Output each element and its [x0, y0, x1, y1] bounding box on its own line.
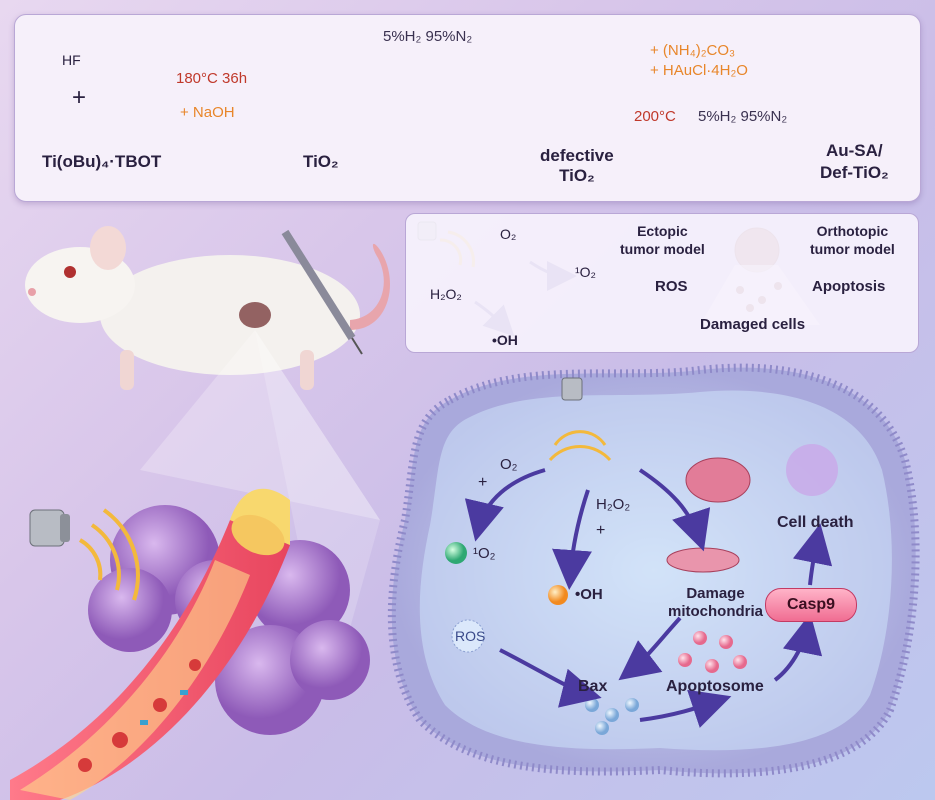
mitochondrion-damaged — [666, 547, 740, 573]
cell-ros-label: ROS — [455, 628, 486, 644]
step3-temp: 200°C — [634, 108, 676, 125]
cell-illustration — [387, 363, 920, 778]
ros-label-panel: ROS — [655, 278, 688, 295]
tumor-vessel-illustration — [10, 488, 370, 800]
step1-reagent: + NaOH — [180, 104, 235, 121]
ectopic-model-label: Ectopic tumor model — [620, 223, 705, 257]
rat-illustration — [25, 226, 390, 390]
cell-death-label: Cell death — [777, 514, 854, 531]
ultrasound-probe-left — [29, 508, 140, 601]
apoptosome-label: Apoptosome — [666, 678, 764, 695]
hydroxyl-label: •OH — [492, 332, 518, 348]
step2-gas: 5%H₂ 95%N₂ — [383, 28, 473, 45]
cell-hydroxyl-label: •OH — [575, 586, 603, 603]
step3-reagent2: + HAuCl·4H₂O — [650, 62, 748, 79]
cell-pathway-arrows — [464, 468, 833, 728]
precursor-label: Ti(oBu)₄·TBOT — [42, 152, 162, 171]
damaged-cells-label: Damaged cells — [700, 316, 806, 333]
bax-label: Bax — [578, 678, 608, 695]
hf-label: HF — [62, 52, 81, 68]
defective-tio2-label: defective TiO₂ — [540, 146, 614, 185]
cell-singlet-o2-label: ¹O₂ — [473, 545, 496, 562]
synthesis-panel — [14, 14, 921, 202]
cell-plus2: + — [596, 522, 606, 539]
mitochondrion-healthy — [685, 457, 751, 503]
cell-h2o2-label: H₂O₂ — [596, 496, 631, 513]
syringe-illustration — [281, 229, 363, 355]
mechanism-panel — [405, 213, 919, 353]
orthotopic-model-label: Orthotopic tumor model — [810, 223, 895, 257]
tio2-label: TiO₂ — [303, 152, 339, 171]
step3-gas: 5%H₂ 95%N₂ — [698, 108, 788, 125]
o2-label: O₂ — [500, 226, 517, 242]
damage-mitochondria-label: Damage mitochondria — [668, 585, 764, 620]
zoom-cone — [140, 330, 380, 520]
step1-condition: 180°C 36h — [176, 70, 248, 87]
cell-o2-label: O₂ — [500, 456, 518, 473]
plus-sign: + — [72, 84, 87, 111]
singlet-o2-label: ¹O₂ — [575, 264, 596, 280]
product-label: Au-SA/ Def-TiO₂ — [820, 141, 889, 182]
cell-plus1: + — [478, 474, 488, 491]
casp9-badge: Casp9 — [765, 588, 857, 622]
step3-reagent1: + (NH₄)₂CO₃ — [650, 42, 736, 59]
apoptosis-label: Apoptosis — [812, 278, 886, 295]
h2o2-label: H₂O₂ — [430, 286, 462, 302]
dead-cell-icon — [786, 444, 838, 496]
ultrasound-probe-cell — [548, 377, 612, 462]
